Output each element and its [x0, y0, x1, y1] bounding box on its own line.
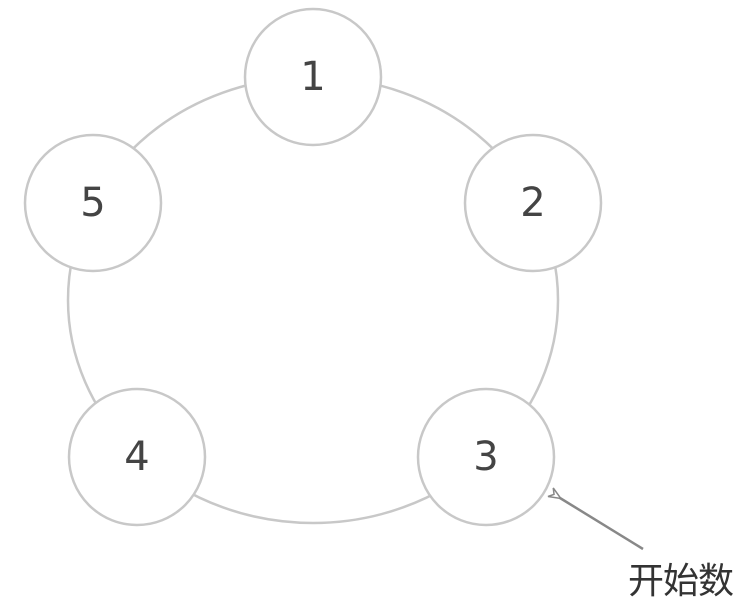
node-label: 3 [473, 434, 498, 480]
node-label: 2 [520, 180, 545, 226]
node-label: 4 [124, 434, 149, 480]
start-label: 开始数 [628, 561, 734, 602]
node-1: 1 [243, 7, 383, 147]
start-arrow [560, 498, 644, 551]
node-5: 5 [23, 133, 163, 273]
node-label: 5 [80, 180, 105, 226]
node-label: 1 [300, 54, 325, 100]
node-4: 4 [67, 387, 207, 527]
node-3: 3 [416, 387, 556, 527]
node-2: 2 [463, 133, 603, 273]
